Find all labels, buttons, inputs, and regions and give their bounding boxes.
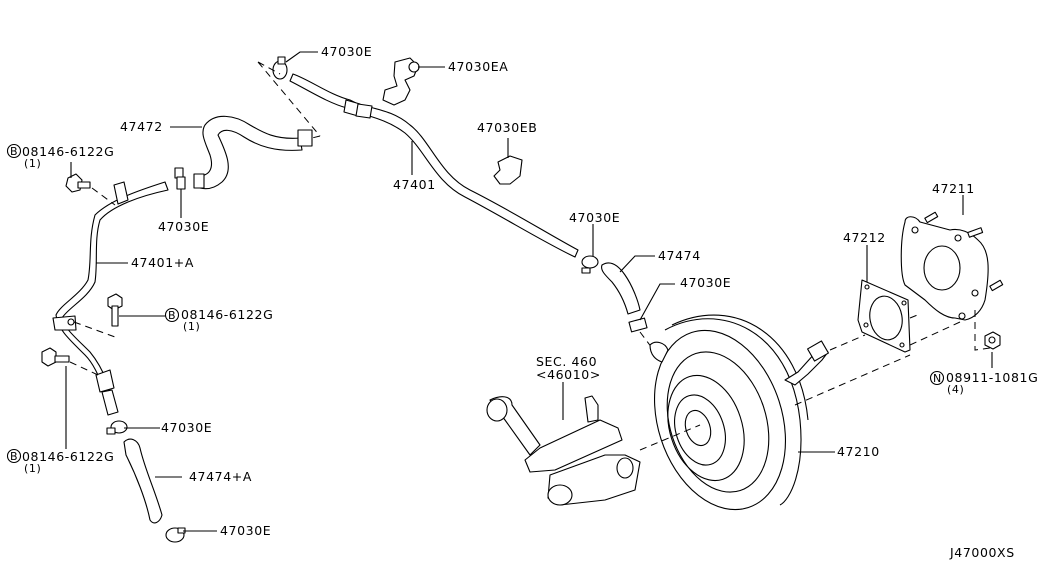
assembly-guide-booster-left (639, 424, 701, 451)
mounting-plate-47211[interactable] (900, 211, 1004, 321)
callout-bolt-1[interactable]: B 08146-6122G (1) (6, 143, 115, 170)
assembly-guide-bolt-3 (69, 361, 99, 376)
callout-47212[interactable]: 47212 (843, 230, 886, 245)
hose-clamp-top[interactable] (272, 56, 288, 80)
gasket-47212[interactable] (857, 279, 911, 353)
hose-clip-47030ea[interactable] (382, 57, 420, 106)
callout-47474[interactable]: 47474 (658, 248, 701, 263)
hose-47474a[interactable] (123, 438, 163, 524)
nut-qty: (4) (947, 383, 964, 396)
bolt-part-3: 08146-6122G (22, 449, 114, 464)
assembly-guide-47472 (311, 135, 321, 139)
callout-47401[interactable]: 47401 (393, 177, 436, 192)
bolt-qty-1: (1) (24, 157, 41, 170)
hose-clamp-right[interactable] (628, 317, 648, 333)
bolt-part-1: 08146-6122G (22, 144, 114, 159)
vacuum-hose-47401[interactable] (289, 73, 579, 258)
bolt-qty-2: (1) (183, 320, 200, 333)
bolt-part-2: 08146-6122G (181, 307, 273, 322)
assembly-guide-bolt-2 (73, 321, 116, 338)
hose-clip-47030eb[interactable] (493, 155, 523, 185)
sec460-part: <46010> (536, 367, 601, 382)
assembly-guide-gasket-1 (829, 334, 866, 351)
callout-47030e-low2[interactable]: 47030E (220, 523, 271, 538)
brake-booster-47210[interactable] (633, 313, 829, 526)
bolt-upper-left[interactable] (65, 173, 91, 193)
callout-47401a[interactable]: 47401+A (131, 255, 194, 270)
nut-part: 08911-1081G (946, 370, 1038, 385)
callout-47211[interactable]: 47211 (932, 181, 975, 196)
hose-47474[interactable] (601, 262, 641, 315)
callout-47474a[interactable]: 47474+A (189, 469, 252, 484)
leader-lines (65, 51, 993, 532)
assembly-guide-booster-port (639, 331, 656, 353)
callout-sec460[interactable]: SEC. 460 <46010> (536, 354, 601, 382)
bolt-mid[interactable] (107, 293, 123, 327)
vacuum-pipe-47401a[interactable] (52, 181, 169, 416)
assembly-guide-gasket-2 (794, 354, 911, 406)
callout-47030ea[interactable]: 47030EA (448, 59, 508, 74)
callout-47472[interactable]: 47472 (120, 119, 163, 134)
sec460-ref: SEC. 460 (536, 354, 597, 369)
master-cylinder-sec460[interactable] (486, 395, 641, 506)
bolt-prefix-3: B (10, 450, 18, 463)
callout-47030eb[interactable]: 47030EB (477, 120, 537, 135)
callout-47030e-low1[interactable]: 47030E (161, 420, 212, 435)
assembly-guide-plate (909, 313, 961, 346)
hose-clamp-left[interactable] (174, 167, 186, 190)
assembly-guide-bolt-1 (91, 187, 116, 206)
bolt-lower-left[interactable] (41, 347, 70, 367)
callout-bolt-2[interactable]: B 08146-6122G (1) (164, 307, 274, 333)
bolt-prefix-1: B (10, 145, 18, 158)
callout-47030e-left[interactable]: 47030E (158, 219, 209, 234)
callout-47030e-right[interactable]: 47030E (680, 275, 731, 290)
bolt-qty-3: (1) (24, 462, 41, 475)
callout-47030e-top[interactable]: 47030E (321, 44, 372, 59)
callout-bolt-3[interactable]: B 08146-6122G (1) (6, 448, 115, 475)
callout-nut[interactable]: N 08911-1081G (4) (929, 370, 1039, 396)
hose-clamp-low-2[interactable] (165, 527, 186, 543)
diagram-code: J47000XS (949, 545, 1015, 560)
nut-08911-1081g[interactable] (984, 331, 1001, 350)
assembly-guide-nut (974, 310, 991, 351)
callout-47210[interactable]: 47210 (837, 444, 880, 459)
callout-labels: 47030E 47030EA 47472 47030EB B 08146-612… (6, 44, 1039, 560)
hose-clamp-low-1[interactable] (106, 420, 128, 435)
hose-47472[interactable] (193, 115, 313, 190)
callout-47030e-mid[interactable]: 47030E (569, 210, 620, 225)
assembly-guide-top (257, 61, 321, 137)
nut-prefix: N (933, 372, 942, 385)
bolt-prefix-2: B (168, 309, 176, 322)
hose-clamp-mid[interactable] (581, 255, 599, 274)
